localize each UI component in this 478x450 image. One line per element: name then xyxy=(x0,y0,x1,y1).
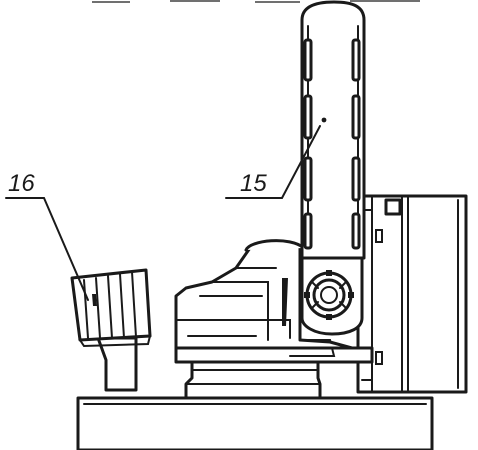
main-body xyxy=(174,239,354,350)
adjustment-knob xyxy=(70,268,152,392)
callout-16: 16 xyxy=(8,170,35,197)
right-housing xyxy=(356,194,468,394)
callout-15: 15 xyxy=(240,170,267,197)
base-plate xyxy=(76,396,434,450)
pivot-hub xyxy=(300,256,364,336)
top-edge-fragment xyxy=(92,0,420,3)
leader-line-15 xyxy=(225,125,321,199)
leader-line-16 xyxy=(5,197,89,301)
vertical-handle xyxy=(300,0,366,260)
